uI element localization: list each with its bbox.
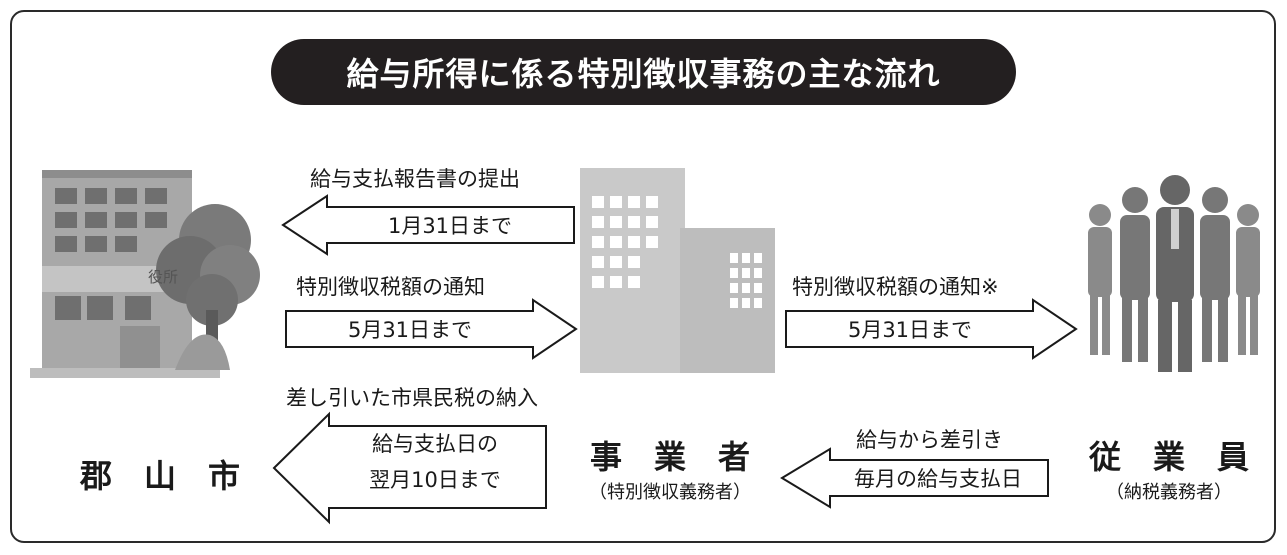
tax-notice-employee-arrow xyxy=(785,298,1078,360)
tax-notice-employer-label: 特別徴収税額の通知 xyxy=(296,275,485,299)
salary-deduction-label: 給与から差引き xyxy=(856,428,1003,452)
tax-notice-employee-deadline: 5月31日まで xyxy=(847,318,973,342)
tax-payment-deadline-line1: 給与支払日の xyxy=(372,432,498,456)
report-submission-arrow xyxy=(281,194,575,256)
employer-entity-role: （特別徴収義務者） xyxy=(589,482,751,503)
tax-payment-arrow xyxy=(272,411,547,525)
tax-notice-employer-arrow xyxy=(285,298,578,360)
employees-group-icon xyxy=(1088,175,1260,372)
diagram-frame xyxy=(10,10,1276,543)
employee-entity-name: 従 業 員 xyxy=(1088,438,1249,476)
tax-notice-employer-deadline: 5月31日まで xyxy=(347,318,473,342)
employee-entity-role: （納税義務者） xyxy=(1106,482,1232,503)
report-submission-label: 給与支払報告書の提出 xyxy=(310,167,520,191)
salary-deduction-timing: 毎月の給与支払日 xyxy=(854,467,1022,491)
employer-entity-name: 事 業 者 xyxy=(589,438,750,476)
tax-notice-employee-label: 特別徴収税額の通知※ xyxy=(792,275,999,299)
salary-deduction-arrow xyxy=(780,447,1049,509)
office-building-icon xyxy=(580,168,775,373)
tax-payment-deadline-line2: 翌月10日まで xyxy=(369,468,501,492)
report-submission-deadline: 1月31日まで xyxy=(387,214,513,238)
diagram-title: 給与所得に係る特別徴収事務の主な流れ xyxy=(271,39,1016,105)
city-hall-sign: 役所 xyxy=(148,268,179,286)
city-hall-icon xyxy=(30,170,260,378)
city-entity-name: 郡 山 市 xyxy=(79,457,240,495)
tax-payment-label: 差し引いた市県民税の納入 xyxy=(286,386,538,410)
